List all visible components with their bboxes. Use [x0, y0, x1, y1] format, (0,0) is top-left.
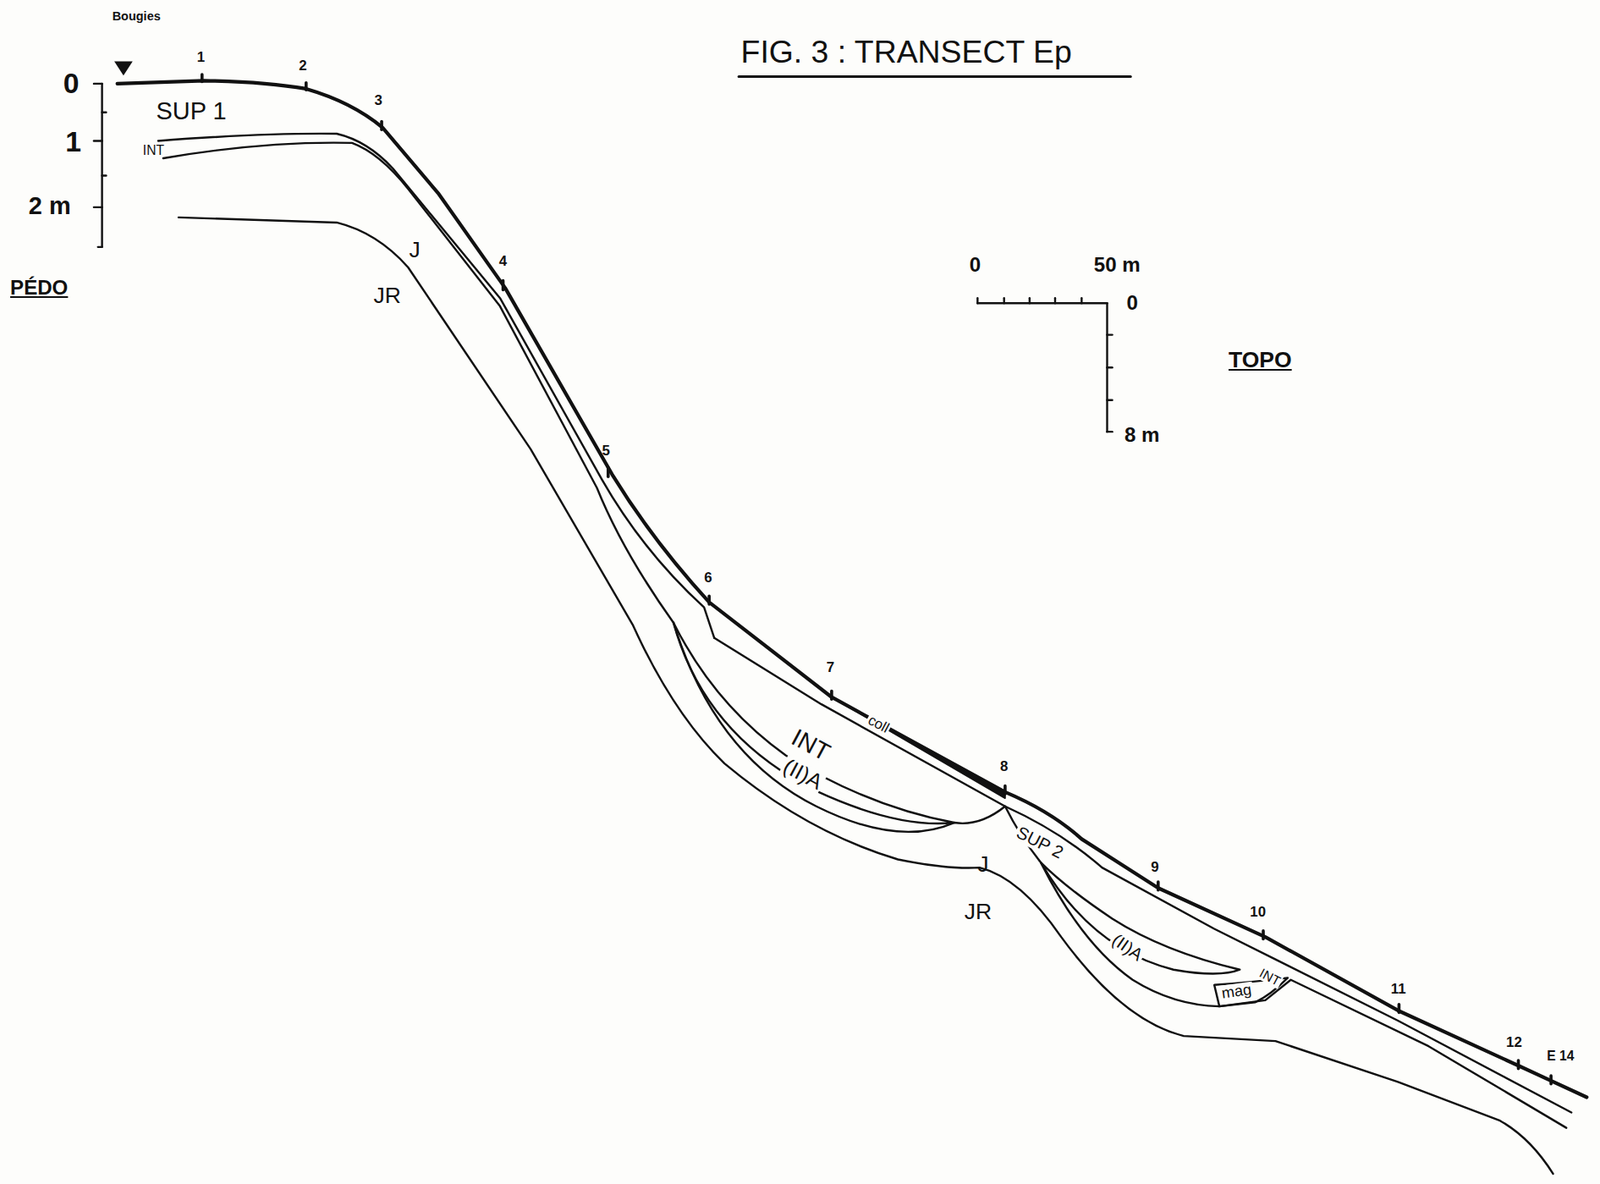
station-number: 6 — [703, 571, 712, 586]
axis-tick-label: 0 — [63, 69, 80, 99]
figure-title: FIG. 3 : TRANSECT Ep — [741, 36, 1073, 68]
horizon-label: J — [977, 852, 989, 876]
horizon-label: J — [409, 238, 421, 262]
horizon-line — [673, 622, 1006, 832]
station-number: 3 — [374, 93, 383, 109]
scale-label: 50 m — [1094, 254, 1141, 275]
station-number: 10 — [1249, 905, 1266, 920]
horizon-label: INT — [142, 143, 165, 158]
station-number: 9 — [1150, 860, 1159, 875]
title-underline — [738, 75, 1131, 78]
axis-tick-label: 1 — [65, 127, 82, 157]
horizon-label: coll — [863, 712, 893, 737]
bedrock-line — [178, 217, 1553, 1174]
horizon-label: SUP 1 — [156, 98, 227, 124]
station-number: 12 — [1506, 1035, 1523, 1051]
station-number: E 14 — [1546, 1049, 1574, 1063]
marker-triangle — [114, 60, 133, 76]
site-name: Bougies — [112, 10, 161, 22]
scale-label: 0 — [1126, 292, 1138, 314]
station-ticks — [202, 74, 1551, 1084]
pedo-axis — [93, 83, 106, 248]
station-number: 1 — [197, 50, 205, 66]
lens-horizon — [1040, 862, 1240, 974]
horizon-label: JR — [964, 900, 992, 924]
station-number: 8 — [1000, 759, 1008, 775]
scale-label: 8 m — [1124, 424, 1161, 446]
station-number: 5 — [602, 444, 611, 459]
horizon-label: mag — [1219, 981, 1254, 1001]
lens-horizon — [673, 622, 955, 824]
axis-title: TOPO — [1228, 348, 1293, 372]
station-number: 2 — [298, 59, 307, 74]
horizon-line — [714, 637, 1572, 1113]
station-number: 7 — [826, 660, 835, 676]
topo-scale — [977, 297, 1112, 432]
horizon-line — [1005, 806, 1567, 1128]
station-number: 4 — [499, 254, 507, 270]
coll-wedge — [831, 697, 1006, 798]
station-number: 11 — [1391, 982, 1407, 997]
axis-title: PÉDO — [10, 277, 68, 298]
horizon-line — [158, 133, 715, 638]
horizon-label: SUP 2 — [1012, 822, 1068, 863]
ground-surface — [117, 80, 1588, 1097]
scale-label: 0 — [969, 254, 981, 275]
horizon-line — [163, 142, 674, 623]
horizon-label: JR — [373, 284, 401, 308]
axis-tick-label: 2 m — [28, 193, 72, 219]
